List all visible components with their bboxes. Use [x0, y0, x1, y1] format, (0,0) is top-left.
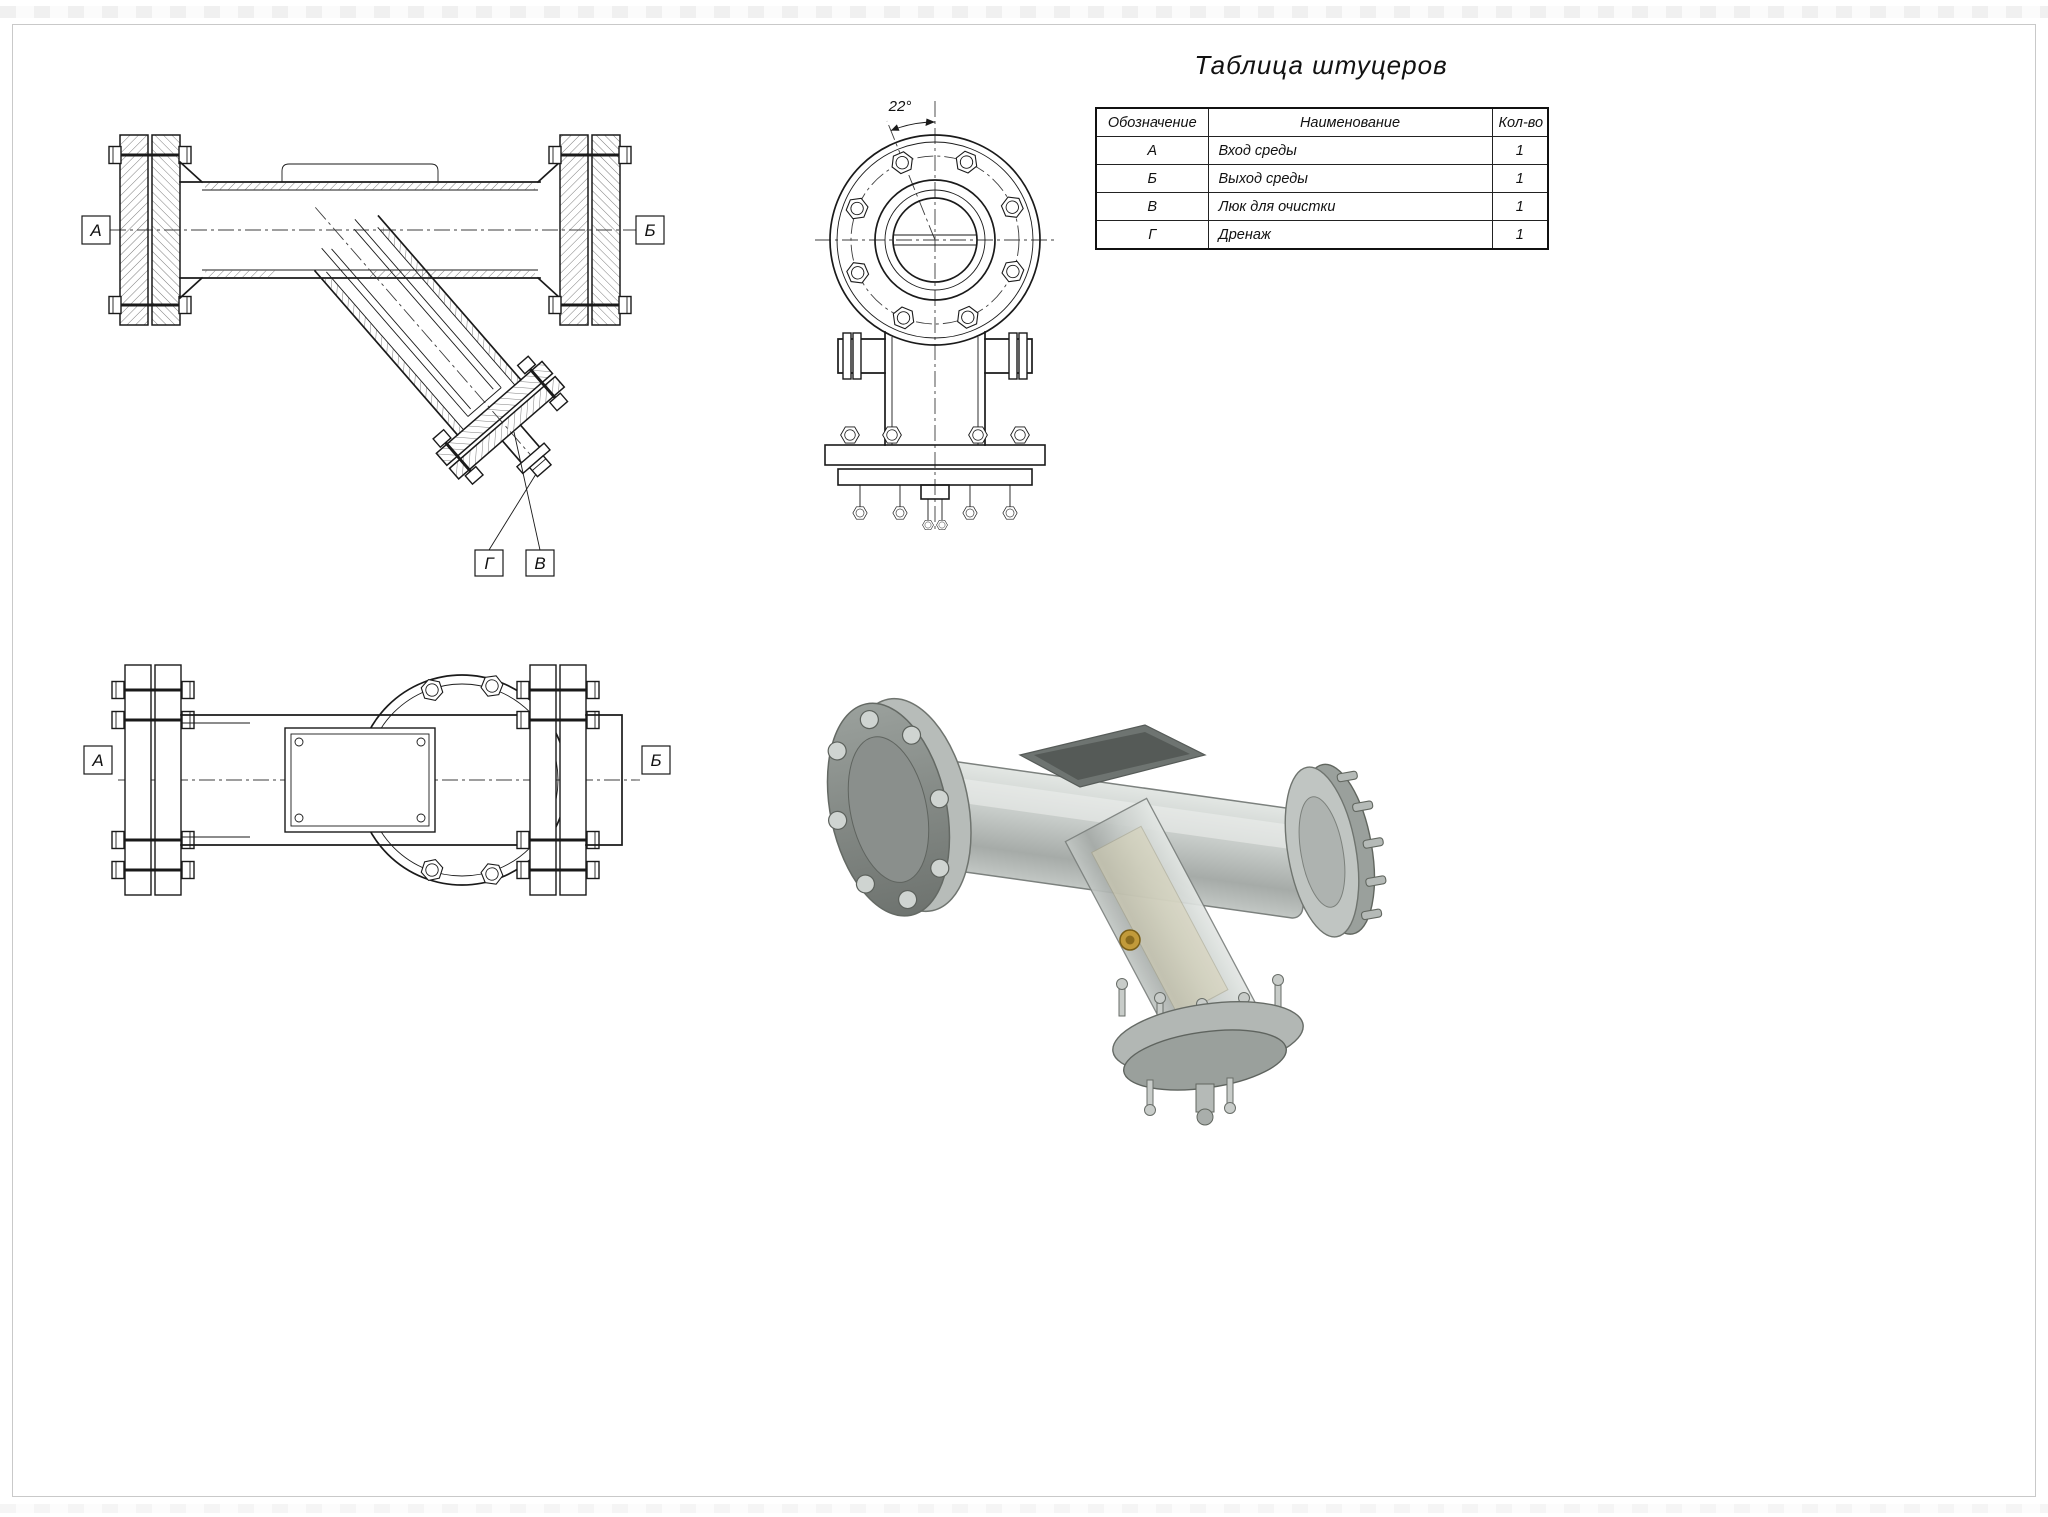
flange-bolt: [547, 145, 633, 165]
cleaning-hatch-plate: [284, 727, 436, 833]
cell-name: Люк для очистки: [1207, 192, 1493, 221]
cell-qty: 1: [1491, 192, 1549, 221]
flange-nut: [952, 148, 981, 176]
svg-text:А: А: [89, 221, 101, 240]
pipe-body: [180, 714, 531, 846]
nozzle-table: Обозначение Наименование Кол-во А Вход с…: [1095, 107, 1549, 250]
flange-nut: [843, 194, 871, 223]
pipe-body: [179, 181, 541, 279]
filter-screen: [321, 219, 502, 417]
label-hatch: В: [525, 549, 555, 577]
inlet-flange: [110, 664, 196, 896]
svg-text:Г: Г: [484, 554, 495, 573]
iso-drain-flange: [1112, 974, 1304, 1126]
drain-stub: [501, 423, 553, 478]
svg-text:В: В: [534, 554, 545, 573]
flange-nut: [889, 304, 918, 332]
iso-inlet-flange: [826, 697, 972, 917]
svg-text:А: А: [91, 751, 103, 770]
flange-nut: [887, 149, 917, 177]
lifting-handle: [281, 163, 439, 182]
branch-section: [313, 207, 570, 486]
plan-view: А Б: [83, 664, 671, 896]
col-name: Наименование: [1207, 107, 1493, 137]
table-title: Таблица штуцеров: [1194, 50, 1448, 80]
iso-drain-plug-center: [1125, 935, 1135, 945]
cell-designation: Б: [1095, 164, 1209, 193]
flange-nut: [844, 258, 872, 288]
cell-qty: 1: [1491, 220, 1549, 250]
table-row: Б Выход среды 1: [1095, 164, 1549, 193]
flange-bolt: [107, 145, 193, 165]
flange-bolt: [107, 295, 193, 315]
flange-nut: [998, 192, 1026, 222]
svg-text:22°: 22°: [888, 98, 912, 115]
cell-name: Дренаж: [1207, 220, 1493, 250]
col-designation: Обозначение: [1095, 107, 1209, 137]
bolt-centerline: [886, 120, 936, 241]
iso-hatch-cover: [1018, 724, 1207, 788]
side-view: 22°: [815, 98, 1055, 533]
flange-bolt: [547, 295, 633, 315]
flange-nut: [999, 257, 1027, 286]
section-label-outlet: Б: [641, 745, 671, 775]
section-label-inlet: А: [81, 215, 111, 245]
angle-dimension: 22°: [888, 98, 936, 132]
cell-name: Выход среды: [1207, 164, 1493, 193]
front-view: А Б Г В: [81, 134, 665, 577]
inlet-flange: [107, 134, 204, 326]
drain-flange: [824, 426, 1046, 531]
cell-qty: 1: [1491, 164, 1549, 193]
leader-hatch: [513, 431, 541, 551]
col-qty: Кол-во: [1491, 107, 1549, 137]
leader-drain: [488, 473, 537, 551]
cell-name: Вход среды: [1207, 136, 1493, 165]
section-label-inlet: А: [83, 745, 113, 775]
outlet-flange: [536, 134, 633, 326]
iso-view: [826, 697, 1387, 1126]
sheet-border: [12, 24, 2036, 1497]
cell-qty: 1: [1491, 136, 1549, 165]
main-flange-circle: [829, 134, 1041, 346]
scan-artifact-bottom: [0, 1504, 2048, 1513]
table-row: А Вход среды 1: [1095, 136, 1549, 165]
svg-text:Б: Б: [650, 751, 661, 770]
table-row: В Люк для очистки 1: [1095, 192, 1549, 221]
svg-text:Б: Б: [644, 221, 655, 240]
cover-flange: [431, 354, 570, 486]
nozzle-table-block: Таблица штуцеров Обозначение Наименовани…: [1095, 50, 1549, 250]
flange-nut: [953, 303, 983, 331]
cell-designation: Г: [1095, 220, 1209, 250]
cell-designation: А: [1095, 136, 1209, 165]
table-header-row: Обозначение Наименование Кол-во: [1095, 107, 1549, 137]
section-label-outlet: Б: [635, 215, 665, 245]
outlet-flange: [515, 664, 623, 896]
label-drain: Г: [474, 549, 504, 577]
iso-outlet-flange: [1284, 763, 1387, 938]
table-row: Г Дренаж 1: [1095, 220, 1549, 250]
scan-artifact-top: [0, 6, 2048, 18]
cell-designation: В: [1095, 192, 1209, 221]
